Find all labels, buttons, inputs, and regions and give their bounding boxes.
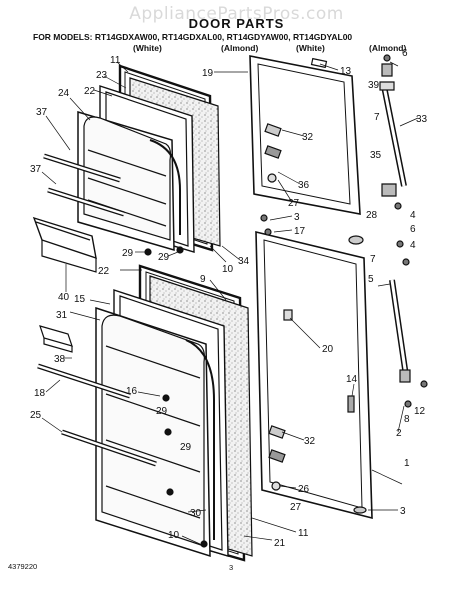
- callout-33: 33: [416, 114, 428, 125]
- callout-29-c: 29: [156, 406, 168, 417]
- callout-36: 36: [298, 180, 310, 191]
- callout-19: 19: [202, 68, 214, 79]
- callout-29-d: 29: [180, 442, 192, 453]
- callout-8: 8: [404, 414, 410, 425]
- callout-20: 20: [322, 344, 334, 355]
- callout-6-lower: 6: [410, 224, 416, 235]
- callout-10-upper: 10: [222, 264, 234, 275]
- callout-26: 26: [298, 484, 310, 495]
- callout-34: 34: [238, 256, 250, 267]
- callout-13: 13: [340, 66, 352, 77]
- callout-21: 21: [274, 538, 286, 549]
- callout-31: 31: [56, 310, 68, 321]
- callout-18: 18: [34, 388, 46, 399]
- page-title: DOOR PARTS: [188, 16, 285, 31]
- model-variant-2: (Almond): [221, 43, 259, 53]
- callout-39: 39: [368, 80, 380, 91]
- callout-3-upper: 3: [294, 212, 300, 223]
- dairy-tray: [39, 325, 73, 347]
- document-number: 4379220: [8, 562, 38, 571]
- model-variant-4: (Almond): [369, 43, 407, 53]
- callout-28: 28: [366, 210, 378, 221]
- callout-7-lower: 7: [370, 254, 376, 265]
- callout-25: 25: [30, 410, 42, 421]
- watermark-text: AppliancePartsPros.com: [129, 4, 344, 24]
- callout-17: 17: [294, 226, 306, 237]
- callout-27-upper: 27: [288, 198, 300, 209]
- model-variant-1: (White): [133, 43, 162, 53]
- nameplate-13: [310, 57, 328, 69]
- callout-37-lower: 37: [30, 164, 42, 175]
- callout-15: 15: [74, 294, 86, 305]
- callout-38: 38: [54, 354, 66, 365]
- model-variant-3: (White): [296, 43, 325, 53]
- freezer-outer-door: [249, 55, 361, 215]
- callout-24: 24: [58, 88, 70, 99]
- callout-37-upper: 37: [36, 107, 48, 118]
- fresh-food-outer-door: [255, 230, 373, 520]
- callout-22-upper: 22: [84, 86, 96, 97]
- callout-22-lower: 22: [98, 266, 110, 277]
- callout-40: 40: [58, 292, 70, 303]
- callout-11-upper: 11: [110, 55, 121, 66]
- callout-5: 5: [368, 274, 374, 285]
- callout-9: 9: [200, 274, 206, 285]
- callout-16: 16: [126, 386, 138, 397]
- callout-10-lower: 10: [168, 530, 180, 541]
- callout-29-b: 29: [158, 252, 170, 263]
- callout-1: 1: [404, 458, 410, 469]
- callout-29-a: 29: [122, 248, 134, 259]
- callout-32-upper: 32: [302, 132, 314, 143]
- callout-11-lower: 11: [298, 528, 309, 539]
- models-line: FOR MODELS: RT14GDXAW00, RT14GDXAL00, RT…: [33, 32, 353, 42]
- callout-4-lower: 4: [410, 240, 416, 251]
- callout-27-lower: 27: [290, 502, 302, 513]
- callout-35: 35: [370, 150, 382, 161]
- callout-6-upper: 6: [402, 48, 408, 59]
- diagram-header: AppliancePartsPros.com DOOR PARTS FOR MO…: [0, 0, 473, 58]
- callout-30: 30: [190, 508, 202, 519]
- callout-labels: 11 23 22 24 37 37 40 29 29 10 34 19 13 6…: [30, 48, 428, 549]
- callout-2: 2: [396, 428, 402, 439]
- page-number: 3: [229, 563, 234, 572]
- callout-4-upper: 4: [410, 210, 416, 221]
- callout-12: 12: [414, 406, 426, 417]
- callout-14: 14: [346, 374, 358, 385]
- callout-23: 23: [96, 70, 108, 81]
- callout-7-upper: 7: [374, 112, 380, 123]
- callout-3-lower: 3: [400, 506, 406, 517]
- callout-32-lower: 32: [304, 436, 316, 447]
